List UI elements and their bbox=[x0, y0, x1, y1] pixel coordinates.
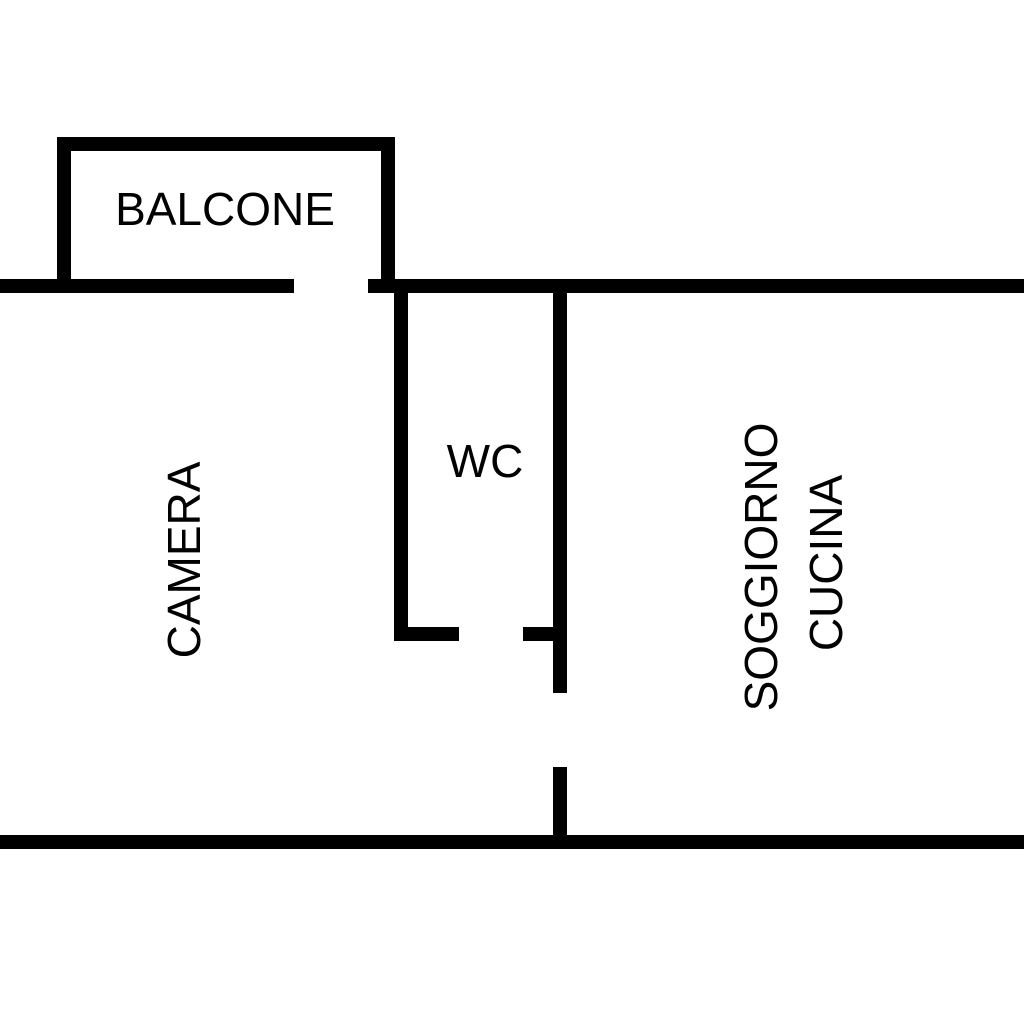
balcony-label: BALCONE bbox=[115, 183, 335, 235]
bedroom-label: CAMERA bbox=[158, 461, 210, 658]
wc-left-wall bbox=[394, 286, 459, 641]
balcony-wall bbox=[57, 137, 395, 281]
living-room-label: SOGGIORNO bbox=[735, 423, 787, 712]
kitchen-label: CUCINA bbox=[800, 475, 852, 652]
wc-label: WC bbox=[447, 435, 524, 487]
